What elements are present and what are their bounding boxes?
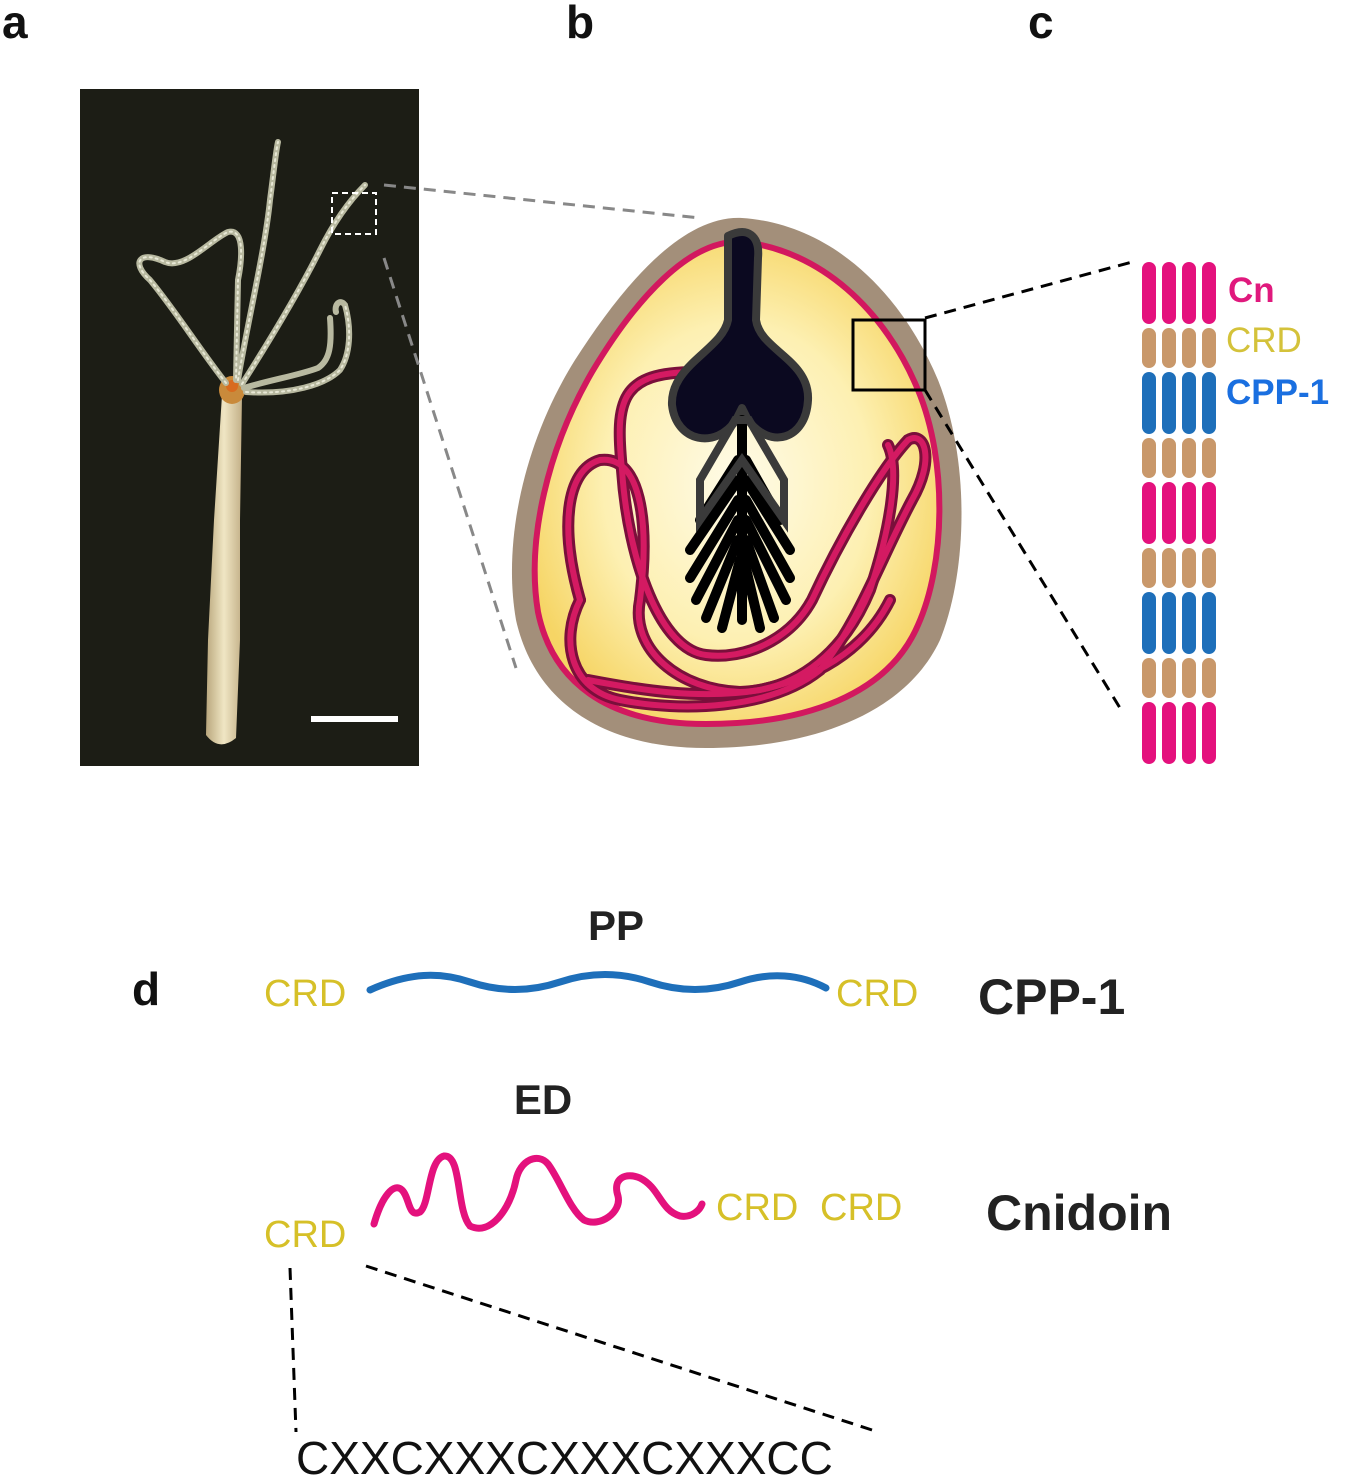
hydra-photo xyxy=(80,89,419,766)
panel-label-b: b xyxy=(566,0,594,48)
fibril-segment xyxy=(1202,262,1216,324)
cpp1-crd-left: CRD xyxy=(264,973,346,1015)
panel-label-d: d xyxy=(132,963,160,1015)
fibril-segment xyxy=(1142,438,1156,478)
panel-label-a: a xyxy=(2,0,28,48)
fibril-segment xyxy=(1202,438,1216,478)
fibril-segment xyxy=(1182,548,1196,588)
fibril-segment xyxy=(1202,658,1216,698)
fibril-segment xyxy=(1142,548,1156,588)
nematocyst-capsule xyxy=(511,217,962,749)
fibril-segment xyxy=(1202,702,1216,764)
fibril-segment xyxy=(1202,328,1216,368)
fibril-segment xyxy=(1162,438,1176,478)
ed-label: ED xyxy=(514,1076,572,1123)
fibril-segment xyxy=(1142,482,1156,544)
fibril-segment xyxy=(1202,592,1216,654)
fibril-segment xyxy=(1142,702,1156,764)
fibril-segment xyxy=(1182,658,1196,698)
fibril-segment xyxy=(1182,702,1196,764)
legend-crd: CRD xyxy=(1226,321,1302,360)
fibril-segment xyxy=(1142,658,1156,698)
fibril-segment xyxy=(1162,548,1176,588)
fibril-segment xyxy=(1182,328,1196,368)
scale-bar xyxy=(311,716,398,722)
fibril-segment xyxy=(1162,702,1176,764)
crd-motif-sequence: CXXCXXXCXXXCXXXCC xyxy=(296,1432,833,1478)
cnidoin-name: Cnidoin xyxy=(986,1185,1172,1241)
cnidoin-domain-diagram: ED CRD CRD CRD Cnidoin xyxy=(264,1076,1172,1256)
panel-label-c: c xyxy=(1028,0,1054,48)
wall-inset-box xyxy=(851,318,927,392)
cpp1-domain-diagram: PP CRD CRD CPP-1 xyxy=(264,902,1125,1025)
fibril-segment xyxy=(1202,482,1216,544)
ed-wave xyxy=(370,1152,706,1232)
legend-cpp1: CPP-1 xyxy=(1226,373,1329,412)
zoom-lines-ab xyxy=(382,183,701,669)
cnidoin-crd-left: CRD xyxy=(264,1214,346,1256)
cpp1-name: CPP-1 xyxy=(978,969,1125,1025)
fibril-segment xyxy=(1182,482,1196,544)
fibril-segment xyxy=(1162,592,1176,654)
fibril-segment xyxy=(1142,262,1156,324)
cnidoin-crd-right-2: CRD xyxy=(820,1187,902,1229)
fibril-segment xyxy=(1202,548,1216,588)
cpp1-crd-right: CRD xyxy=(836,973,918,1015)
fibril-segment xyxy=(1162,328,1176,368)
fibril-segment xyxy=(1142,592,1156,654)
fibril-segment xyxy=(1182,438,1196,478)
fibril-segment xyxy=(1142,328,1156,368)
fibril-segment xyxy=(1182,262,1196,324)
inset-box xyxy=(331,192,377,235)
pp-label: PP xyxy=(588,902,644,949)
fibril-segment xyxy=(1182,372,1196,434)
zoom-lines-bc xyxy=(923,260,1133,709)
fibril-segment xyxy=(1162,262,1176,324)
cnidoin-crd-right-1: CRD xyxy=(716,1187,798,1229)
legend-cn: Cn xyxy=(1228,271,1275,310)
fibril-segment xyxy=(1162,372,1176,434)
fibril-segment xyxy=(1162,482,1176,544)
pp-wave xyxy=(366,971,830,994)
fibril-segment xyxy=(1182,592,1196,654)
fibril-segment xyxy=(1142,372,1156,434)
fibril-segment xyxy=(1202,372,1216,434)
fibril-segment xyxy=(1162,658,1176,698)
zoom-lines-motif xyxy=(288,1264,873,1433)
fibril-stack xyxy=(1142,262,1216,764)
